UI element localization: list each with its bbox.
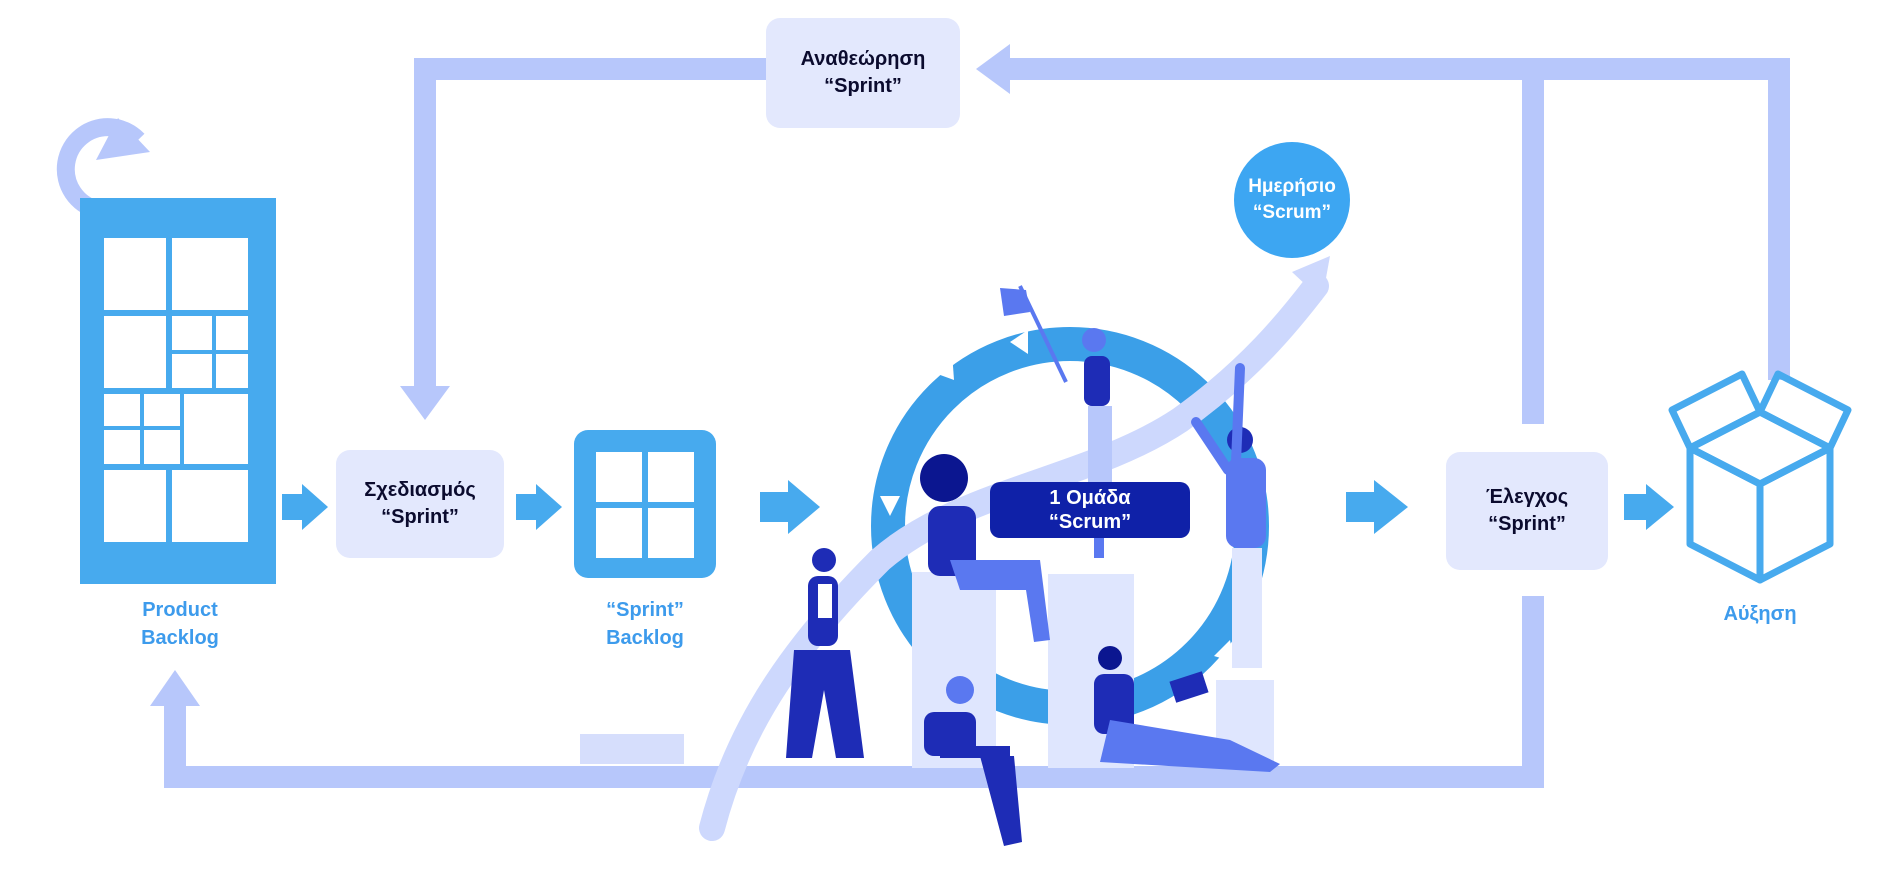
arrow-right-icon bbox=[1624, 484, 1674, 530]
arrow-right-icon bbox=[516, 484, 562, 530]
scrum-team-label: 1 Ομάδα “Scrum” bbox=[990, 482, 1190, 538]
sprint-backlog-line2: Backlog bbox=[606, 627, 684, 649]
arrow-right-icon bbox=[282, 484, 328, 530]
four-pane-window-icon bbox=[574, 430, 716, 578]
scrum-team-line1: 1 Ομάδα bbox=[1049, 487, 1131, 509]
sprint-review-line1: Αναθεώρηση bbox=[800, 48, 926, 70]
product-backlog-caption: Product Backlog bbox=[100, 596, 260, 652]
increment-line1: Αύξηση bbox=[1723, 603, 1797, 625]
cycle-arrow-icon bbox=[1214, 640, 1234, 662]
cycle-arrow-icon bbox=[1288, 500, 1312, 520]
sprint-planning-box: Σχεδιασμός “Sprint” bbox=[336, 450, 504, 558]
product-backlog-line2: Backlog bbox=[141, 627, 219, 649]
scrum-team-line2: “Scrum” bbox=[1048, 511, 1132, 533]
product-backlog-line1: Product bbox=[142, 599, 218, 621]
flow-arrows bbox=[282, 480, 1674, 534]
daily-scrum-line2: “Scrum” bbox=[1252, 202, 1332, 223]
daily-scrum-label: Ημερήσιο “Scrum” bbox=[1234, 170, 1350, 230]
refresh-arrow-icon bbox=[56, 118, 150, 221]
board-grid-icon bbox=[80, 198, 276, 584]
open-box-icon bbox=[1668, 370, 1852, 584]
sprint-review-box: Αναθεώρηση “Sprint” bbox=[766, 18, 960, 128]
sprint-backlog-caption: “Sprint” Backlog bbox=[570, 596, 720, 652]
sprint-planning-line1: Σχεδιασμός bbox=[364, 479, 476, 501]
arrow-right-icon bbox=[760, 480, 820, 534]
daily-scrum-line1: Ημερήσιο bbox=[1248, 176, 1336, 197]
increment-caption: Αύξηση bbox=[1700, 600, 1820, 628]
cycle-arrow-icon bbox=[880, 496, 900, 516]
backlog-return-line bbox=[150, 596, 1544, 788]
cycle-arrow-icon bbox=[932, 352, 954, 380]
sprint-backlog-line1: “Sprint” bbox=[606, 599, 684, 621]
daily-scrum-circle bbox=[1234, 142, 1350, 258]
cycle-arrow-icon bbox=[1010, 330, 1028, 354]
sprint-review-line2: “Sprint” bbox=[824, 75, 902, 97]
rising-arrow-icon bbox=[699, 256, 1330, 841]
cycle-arrow-icon bbox=[1192, 346, 1212, 368]
review-loop-line bbox=[400, 44, 1790, 424]
sprint-retrospective-box: Έλεγχος “Sprint” bbox=[1446, 452, 1608, 570]
sprint-retrospective-line1: Έλεγχος bbox=[1485, 486, 1569, 508]
sprint-retrospective-line2: “Sprint” bbox=[1488, 513, 1566, 535]
arrow-right-icon bbox=[1346, 480, 1408, 534]
sprint-planning-line2: “Sprint” bbox=[381, 506, 459, 528]
people-illustration bbox=[786, 285, 1280, 846]
